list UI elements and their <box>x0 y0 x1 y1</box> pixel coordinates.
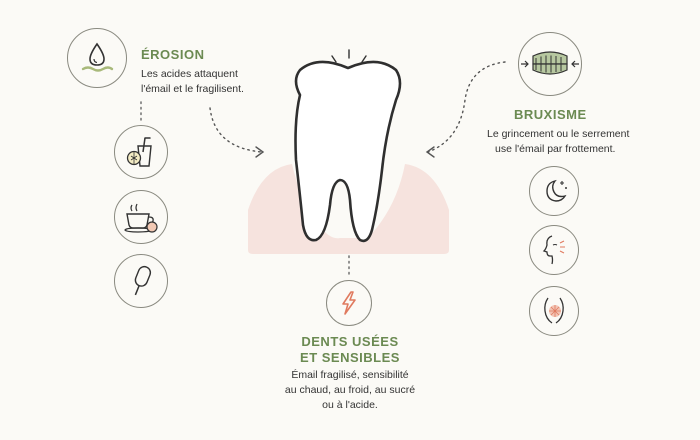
erosion-arrow <box>209 107 263 153</box>
stressed-face-icon <box>529 225 579 275</box>
result-title-line2: ET SENSIBLES <box>300 350 400 365</box>
result-description-line1: Émail fragilisé, sensibilité <box>291 369 409 381</box>
erosion-description-line2: l'émail et le fragilisent. <box>141 83 244 95</box>
bruxism-description-line1: Le grincement ou le serrement <box>487 128 630 140</box>
bruxism-title: BRUXISME <box>514 107 587 122</box>
bruxism-description-line2: use l'émail par frottement. <box>495 143 616 155</box>
moon-night-icon <box>529 166 579 216</box>
water-drop-icon <box>67 28 127 88</box>
sparkle-line <box>361 55 367 63</box>
tooth <box>294 60 402 243</box>
popsicle-icon <box>114 254 168 308</box>
coffee-cup-icon <box>114 190 168 244</box>
soda-drink-icon <box>114 125 168 179</box>
bruxism-arrow <box>427 61 506 153</box>
erosion-description-line1: Les acides attaquent <box>141 68 238 80</box>
result-description-line2: au chaud, au froid, au sucré <box>284 384 416 396</box>
result-title-line1: DENTS USÉES <box>301 334 399 349</box>
clenched-teeth-icon <box>518 32 582 96</box>
erosion-title: ÉROSION <box>141 47 205 62</box>
lightning-icon <box>326 280 372 326</box>
result-description-line3: ou à l'acide. <box>322 399 378 411</box>
jaw-pain-icon <box>529 286 579 336</box>
sparkle-line <box>331 55 337 63</box>
